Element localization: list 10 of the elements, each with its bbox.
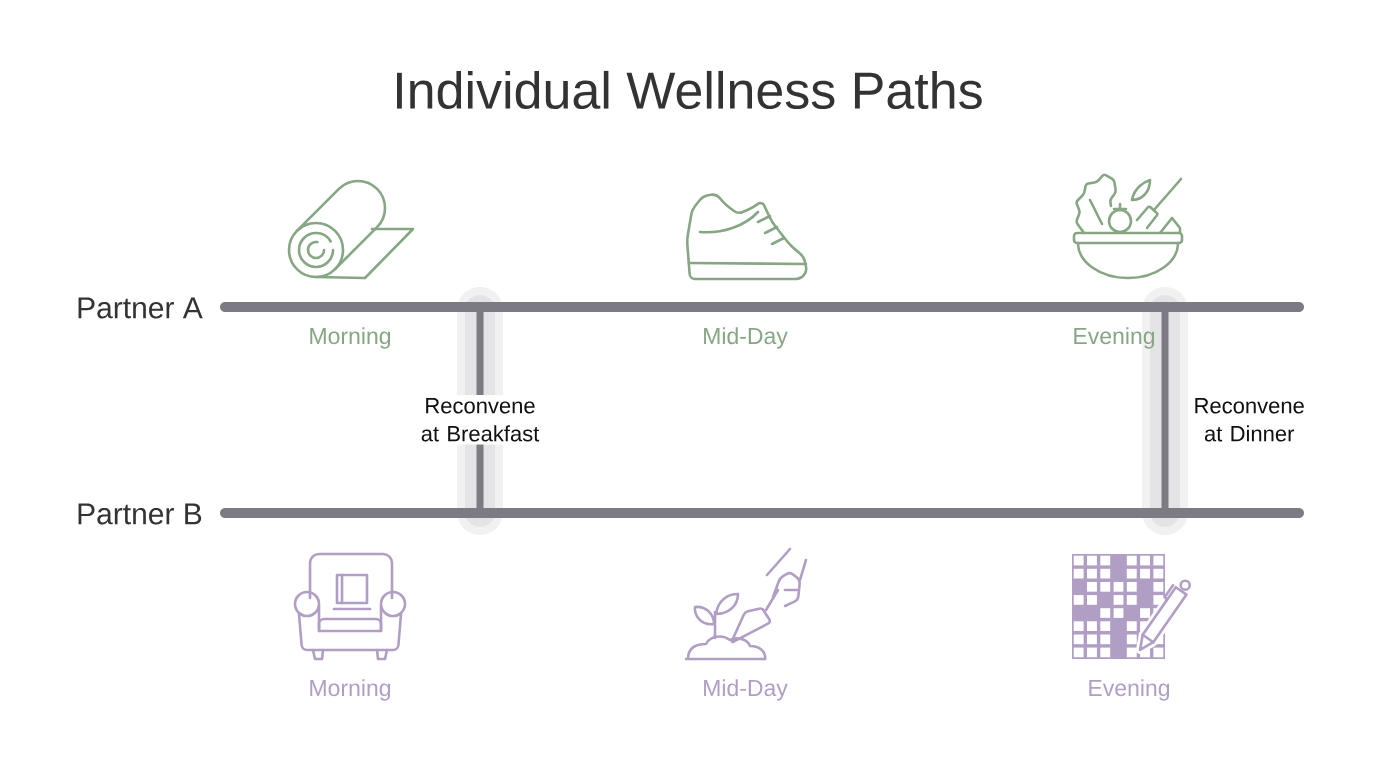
row-label: Partner A [78,297,203,319]
row-label: Partner B [78,503,202,525]
edge-label: Reconvene at Dinner [1195,398,1304,442]
connector-line [1161,308,1169,512]
title: Individual Wellness Paths [397,70,982,110]
time-label: Evening [1074,327,1155,349]
time-label: Mid-Day [704,679,788,701]
edge-label: Reconvene at Breakfast [414,395,546,445]
time-label: Evening [1089,679,1170,701]
time-label: Morning [310,679,391,701]
